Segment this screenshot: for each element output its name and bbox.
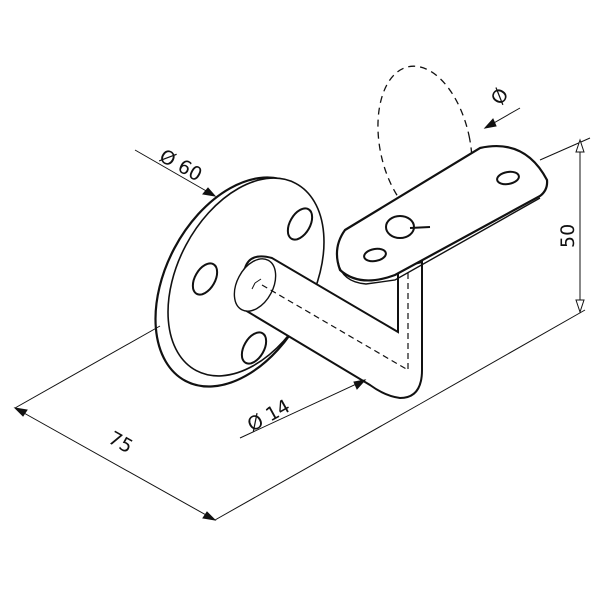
saddle-plate xyxy=(335,144,549,285)
screw-hole xyxy=(286,207,314,241)
dimension-rail-diameter: Ø xyxy=(487,85,513,109)
dimension-plate-diameter: Ø 60 xyxy=(156,145,206,186)
screw-hole xyxy=(496,170,520,186)
dimension-projection: 75 xyxy=(105,427,137,458)
screw-hole xyxy=(191,262,219,296)
dimension-lines xyxy=(13,107,591,521)
bracket-tube xyxy=(233,255,423,400)
screw-hole xyxy=(363,247,387,263)
dimension-height: 50 xyxy=(557,224,579,248)
screw-hole xyxy=(240,331,268,365)
dimension-tube-diameter: Ø 14 xyxy=(244,395,294,436)
